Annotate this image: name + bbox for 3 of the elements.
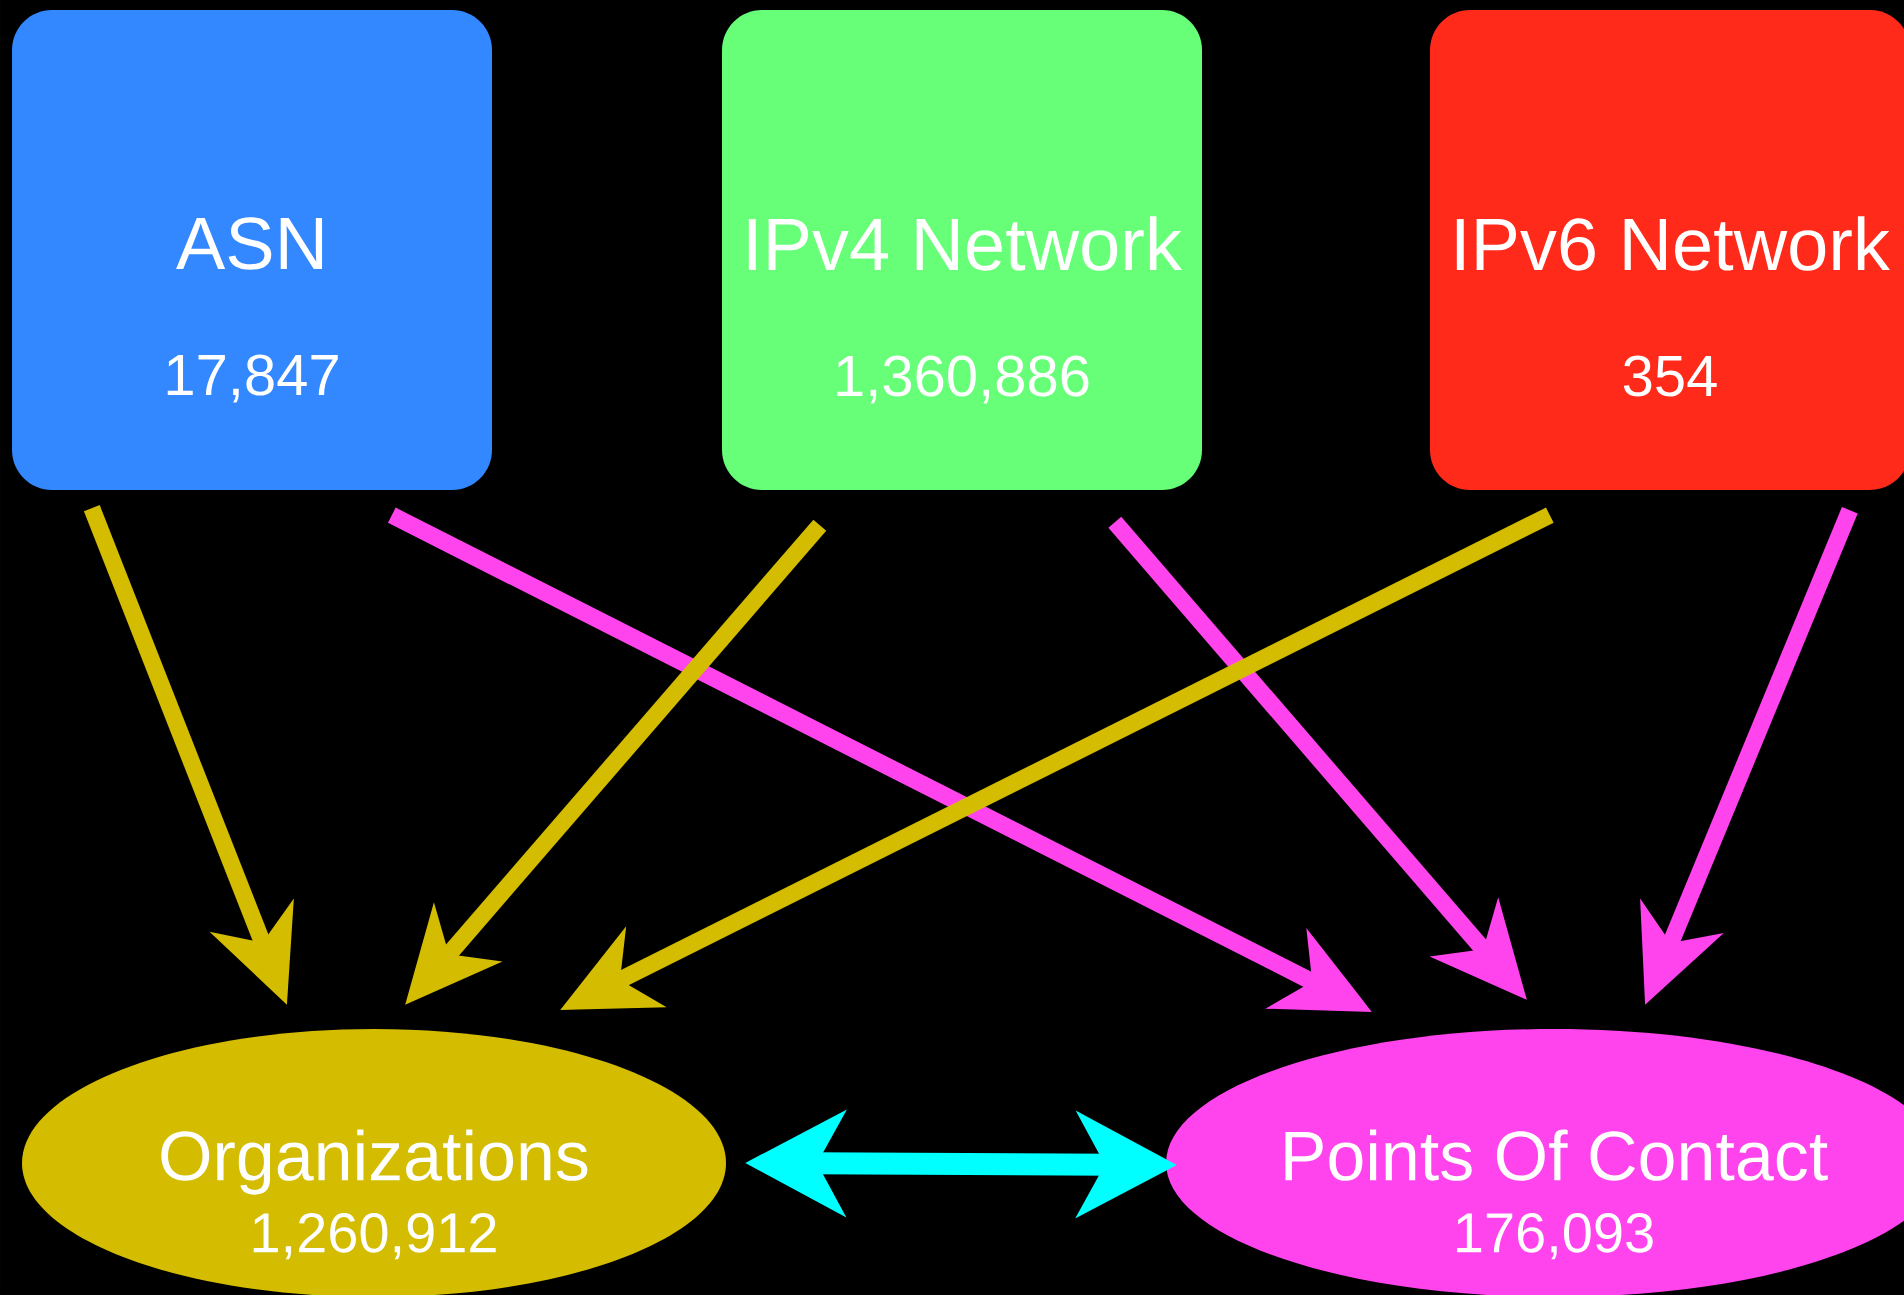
category-box: IPv4 Network 1,360,886 [722,10,1202,490]
category-box: IPv6 Network 354 [1430,10,1904,490]
category-box: ASN 17,847 [12,10,492,490]
